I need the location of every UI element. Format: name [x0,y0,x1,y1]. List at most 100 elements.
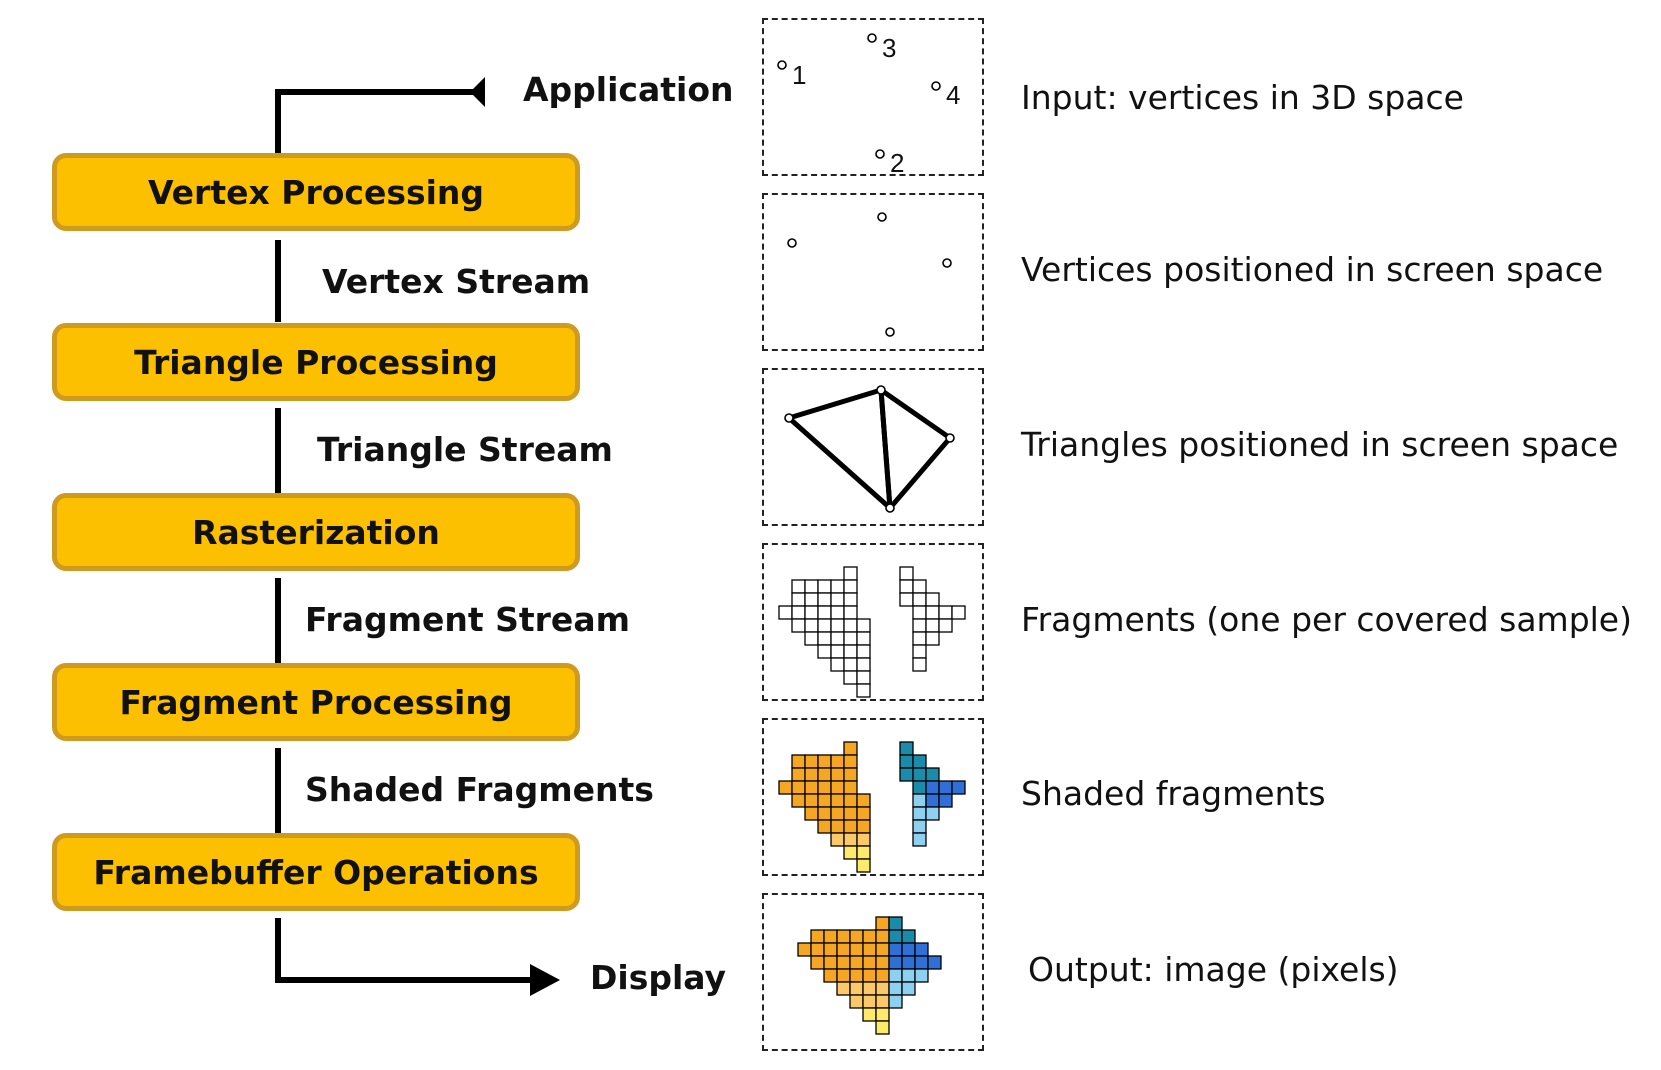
shaded-left-13 [804,780,819,795]
shaded-left-29 [830,819,845,834]
shaded-left-12 [791,780,806,795]
fragment-right-15 [912,644,927,659]
shaded-left-16 [843,780,858,795]
output-pixel-43 [901,981,916,996]
shaded-left-24 [817,806,832,821]
fragment-left-4 [830,579,845,594]
fragment-left-32 [830,657,845,672]
fragment-left-17 [791,618,806,633]
output-pixel-28 [914,955,929,970]
fragment-left-0 [843,566,858,581]
desc-input-vertices: Input: vertices in 3D space [1021,78,1464,117]
fragment-left-19 [817,618,832,633]
output-pixel-48 [862,1007,877,1022]
shaded-left-6 [791,767,806,782]
triangle-left [786,387,893,511]
shaded-left-30 [843,819,858,834]
shaded-right-0 [899,741,914,756]
fragment-right-0 [899,566,914,581]
shaded-left-15 [830,780,845,795]
output-pixel-1 [888,916,903,931]
fragment-right-12 [938,618,953,633]
output-pixel-27 [901,955,916,970]
vertex-label-4: 4 [946,80,960,110]
fragment-right-9 [951,605,966,620]
fragment-left-9 [830,592,845,607]
shaded-left-26 [843,806,858,821]
fragment-right-4 [912,592,927,607]
output-pixel-32 [849,968,864,983]
fragment-left-13 [804,605,819,620]
shaded-left-21 [843,793,858,808]
shaded-left-18 [804,793,819,808]
output-pixel-29 [927,955,942,970]
triangle-vertex-2 [885,503,895,513]
shaded-left-34 [856,832,871,847]
output-pixel-44 [849,994,864,1009]
output-pixel-20 [810,955,825,970]
output-pixel-41 [875,981,890,996]
output-pixel-25 [875,955,890,970]
output-pixel-24 [862,955,877,970]
fragment-left-27 [856,631,871,646]
output-pixel-19 [914,942,929,957]
shaded-left-10 [843,767,858,782]
fragment-right-6 [912,605,927,620]
fragment-left-7 [804,592,819,607]
vertex-label-2: 2 [890,148,904,178]
fragment-right-11 [925,618,940,633]
fragment-right-10 [912,618,927,633]
output-pixel-33 [862,968,877,983]
stream-shaded-fragments: Shaded Fragments [305,770,654,809]
shaded-left-11 [778,780,793,795]
fragment-left-3 [817,579,832,594]
output-pixel-40 [862,981,877,996]
shaded-right-8 [938,780,953,795]
display-label: Display [590,958,727,997]
fragment-left-29 [830,644,845,659]
panel-output-image [762,893,984,1051]
shaded-left-9 [830,767,845,782]
vertex-point-4 [931,81,941,91]
desc-fragments: Fragments (one per covered sample) [1021,600,1632,639]
output-pixel-26 [888,955,903,970]
fragment-right-2 [912,579,927,594]
output-pixel-0 [875,916,890,931]
desc-triangles: Triangles positioned in screen space [1021,425,1619,464]
fragment-left-31 [856,644,871,659]
fragment-right-13 [912,631,927,646]
output-pixel-14 [849,942,864,957]
fragment-left-20 [830,618,845,633]
output-pixel-18 [901,942,916,957]
fragment-left-5 [843,579,858,594]
shaded-left-35 [843,845,858,860]
screen-vertex-3 [877,212,887,222]
output-pixel-9 [901,929,916,944]
fragment-left-14 [817,605,832,620]
output-pixel-12 [823,942,838,957]
shaded-left-33 [843,832,858,847]
output-pixel-50 [875,1020,890,1035]
output-pixel-35 [888,968,903,983]
shaded-right-4 [912,767,927,782]
shaded-left-3 [817,754,832,769]
shaded-left-17 [791,793,806,808]
stage-fragment-processing: Fragment Processing [52,663,580,741]
fragment-left-30 [843,644,858,659]
fragment-left-15 [830,605,845,620]
output-pixel-34 [875,968,890,983]
desc-shaded-fragments: Shaded fragments [1021,774,1326,813]
fragment-left-33 [843,657,858,672]
shaded-right-5 [925,767,940,782]
shaded-right-6 [912,780,927,795]
shaded-right-14 [925,806,940,821]
output-pixel-47 [888,994,903,1009]
output-pixel-23 [849,955,864,970]
shaded-right-11 [925,793,940,808]
fragment-left-36 [856,670,871,685]
output-pixel-49 [875,1007,890,1022]
panel-triangles [762,368,984,526]
fragment-right-1 [899,579,914,594]
shaded-left-25 [830,806,845,821]
